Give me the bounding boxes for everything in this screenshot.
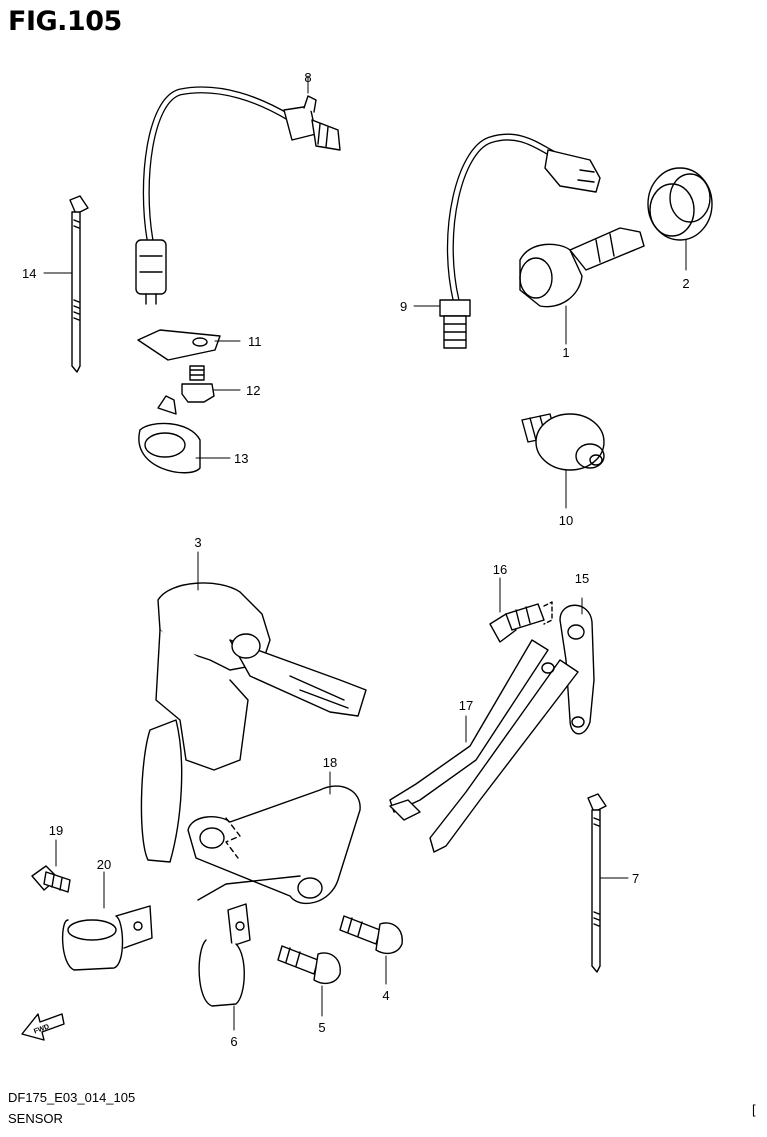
cable-tie-part-7 [587, 793, 629, 973]
forward-direction-icon: FWD [21, 1013, 65, 1041]
callout-3: 3 [194, 535, 201, 550]
bolt-part-5 [277, 945, 341, 1017]
callout-9: 9 [400, 299, 407, 314]
callout-10: 10 [559, 513, 573, 528]
cable-tie-part-14 [43, 195, 89, 373]
sensor-harness-part-8 [135, 75, 341, 305]
bolt-part-12 [181, 365, 241, 403]
callout-19: 19 [49, 823, 63, 838]
callout-16: 16 [493, 562, 507, 577]
bolt-part-4 [339, 915, 403, 985]
callout-18: 18 [323, 755, 337, 770]
callout-11: 11 [248, 334, 262, 349]
callout-7: 7 [632, 871, 639, 886]
bracket-part-18 [187, 771, 361, 905]
sensor-bracket-part-3 [140, 551, 367, 863]
footer-mark: [ [752, 1102, 756, 1117]
callout-2: 2 [682, 276, 689, 291]
callout-6: 6 [230, 1034, 237, 1049]
callout-14: 14 [22, 266, 36, 281]
plate-part-11 [137, 329, 241, 361]
section-name: SENSOR [8, 1111, 63, 1126]
link-part-17 [389, 639, 579, 853]
bolt-part-16 [489, 577, 553, 643]
link-part-15 [559, 597, 595, 735]
figure-title: FIG.105 [8, 6, 122, 37]
clamp-part-6 [197, 875, 301, 1031]
sensor-part-10 [521, 413, 605, 509]
drawing-code: DF175_E03_014_105 [8, 1090, 136, 1105]
callout-15: 15 [575, 571, 589, 586]
clamp-part-20 [61, 871, 153, 971]
clamp-part-13 [138, 395, 231, 474]
callout-4: 4 [382, 988, 389, 1003]
callout-20: 20 [97, 857, 111, 872]
sensor-harness-part-9 [413, 133, 601, 349]
callout-1: 1 [562, 345, 569, 360]
callout-12: 12 [246, 383, 260, 398]
callout-17: 17 [459, 698, 473, 713]
grommet-part-2 [647, 167, 713, 271]
bolt-part-19 [31, 839, 71, 893]
switch-part-1 [519, 227, 645, 345]
callout-8: 8 [304, 70, 311, 85]
callout-13: 13 [234, 451, 248, 466]
callout-5: 5 [318, 1020, 325, 1035]
